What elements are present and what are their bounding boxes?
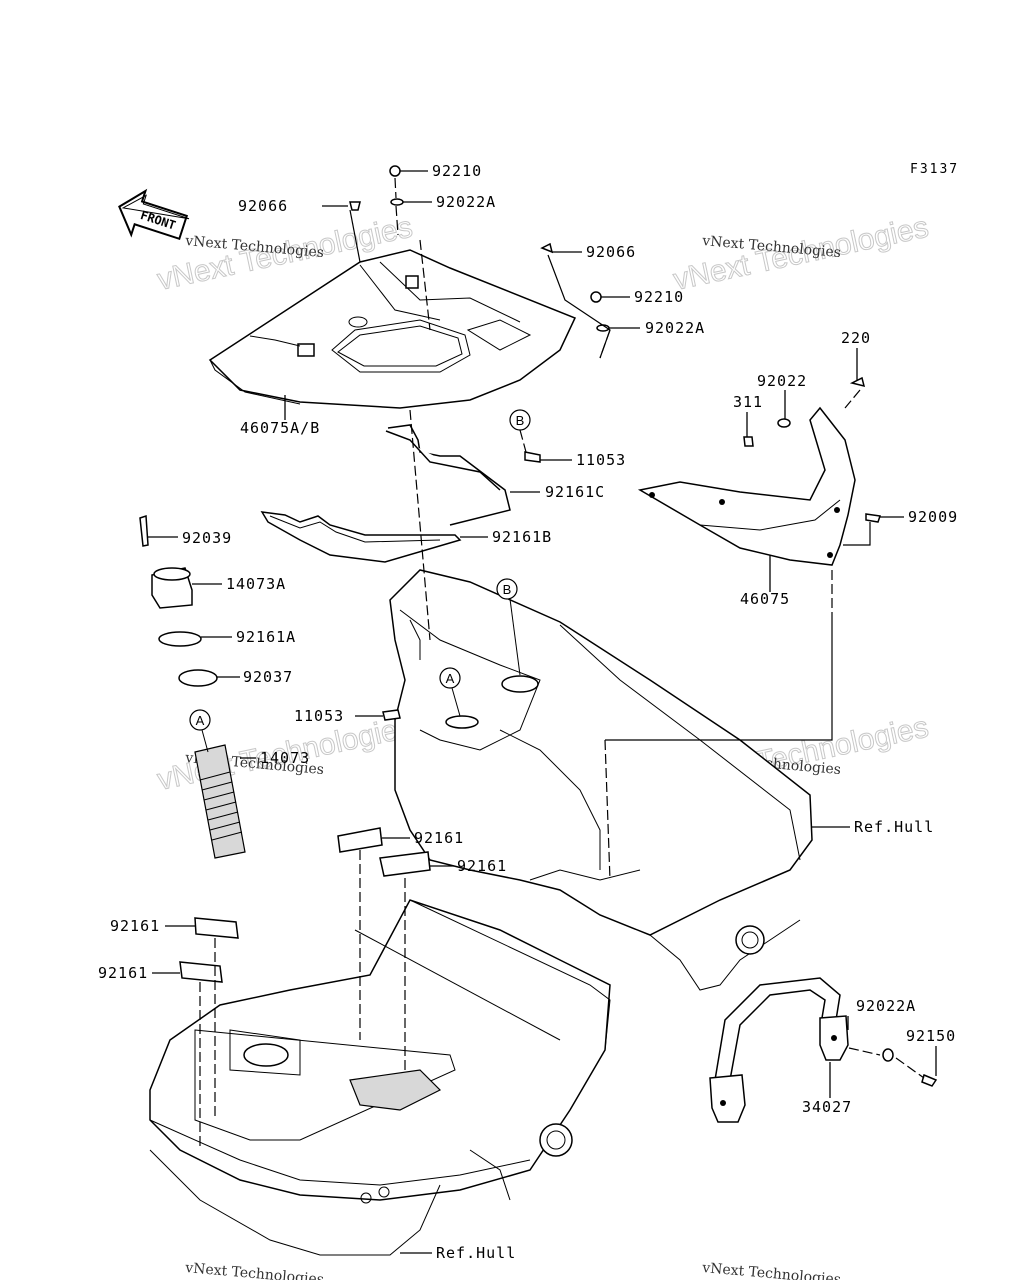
part-label-92150: 92150 (906, 1027, 956, 1045)
part-label-11053: 11053 (576, 451, 626, 469)
part-label-92066: 92066 (586, 243, 636, 261)
ref-circle-a-lower: A (189, 709, 211, 753)
fastener-11053-icon (382, 709, 401, 721)
part-label-92009: 92009 (908, 508, 958, 526)
part-label-92066: 92066 (238, 197, 288, 215)
part-label-92210: 92210 (432, 162, 482, 180)
watermark-small: vNext Technologies (701, 1260, 842, 1280)
fastener-group-upper (349, 165, 610, 463)
assembly-lines-solid (349, 209, 871, 741)
watermark-small: vNext Technologies (184, 1260, 325, 1280)
ref-circle-a-upper: A (439, 667, 461, 717)
nut-311-icon (743, 436, 754, 447)
part-label-92022a: 92022A (856, 997, 916, 1015)
washer-icon (882, 1048, 894, 1062)
lower-hull-tray (149, 899, 611, 1256)
gasket-92161b (260, 511, 462, 563)
part-label-92161c: 92161C (545, 483, 605, 501)
ref-letter: B (516, 413, 525, 428)
part-label-92022: 92022 (757, 372, 807, 390)
part-label-92161: 92161 (110, 917, 160, 935)
front-arrow-icon: FRONT (118, 188, 190, 241)
part-label-92161: 92161 (414, 829, 464, 847)
part-label-311: 311 (733, 393, 763, 411)
ref-circle-b-upper: B (509, 409, 531, 431)
part-label-92039: 92039 (182, 529, 232, 547)
bolt-220-icon (849, 376, 866, 388)
ref-hull-label: Ref.Hull (436, 1244, 516, 1262)
pad-92161-icon (379, 851, 431, 877)
part-label-92161b: 92161B (492, 528, 552, 546)
part-label-92161: 92161 (457, 857, 507, 875)
clamp-92037-icon (178, 669, 218, 687)
part-label-14073a: 14073A (226, 575, 286, 593)
ref-hull-label: Ref.Hull (854, 818, 934, 836)
upper-hull-deck (389, 569, 813, 991)
hose-assembly (139, 514, 246, 859)
upper-storage-cover (208, 249, 577, 409)
screw-92009-icon (865, 513, 881, 523)
handle-34027 (709, 977, 849, 1123)
part-label-46075ab: 46075A/B (240, 419, 320, 437)
washer-icon (390, 198, 404, 206)
part-label-220: 220 (841, 329, 871, 347)
pin-92039-icon (139, 514, 149, 547)
screw-icon (540, 242, 554, 254)
part-label-14073: 14073 (260, 749, 310, 767)
ref-letter: A (196, 713, 205, 728)
o-ring-92161a-icon (158, 631, 202, 647)
part-label-92022a: 92022A (436, 193, 496, 211)
part-label-92161: 92161 (98, 964, 148, 982)
part-label-92037: 92037 (243, 668, 293, 686)
part-label-34027: 34027 (802, 1098, 852, 1116)
washer-icon (777, 418, 791, 428)
part-label-92161a: 92161A (236, 628, 296, 646)
ref-circle-b-lower: B (496, 578, 521, 676)
bolt-icon (389, 165, 401, 177)
pad-92161-icon (337, 827, 383, 853)
part-label-11053: 11053 (294, 707, 344, 725)
bolt-icon (590, 291, 602, 303)
bolt-92150-icon (921, 1073, 938, 1087)
part-label-46075: 46075 (740, 590, 790, 608)
pad-92161-icon (179, 961, 223, 983)
screw-icon (349, 201, 361, 211)
part-label-92210: 92210 (634, 288, 684, 306)
fastener-11053-icon (524, 451, 541, 463)
hose-14073-icon (194, 744, 246, 859)
leader-lines (148, 170, 937, 1254)
ref-letter: B (503, 582, 512, 597)
ref-letter: A (446, 671, 455, 686)
rear-cover-46075 (637, 406, 856, 566)
assembly-lines (199, 177, 925, 1150)
part-label-92022a: 92022A (645, 319, 705, 337)
part-labels: 92210 92022A 92066 92066 92210 92022A 46… (98, 162, 958, 1262)
pad-92161-icon (194, 917, 239, 939)
figure-code: F3137 (910, 162, 959, 177)
